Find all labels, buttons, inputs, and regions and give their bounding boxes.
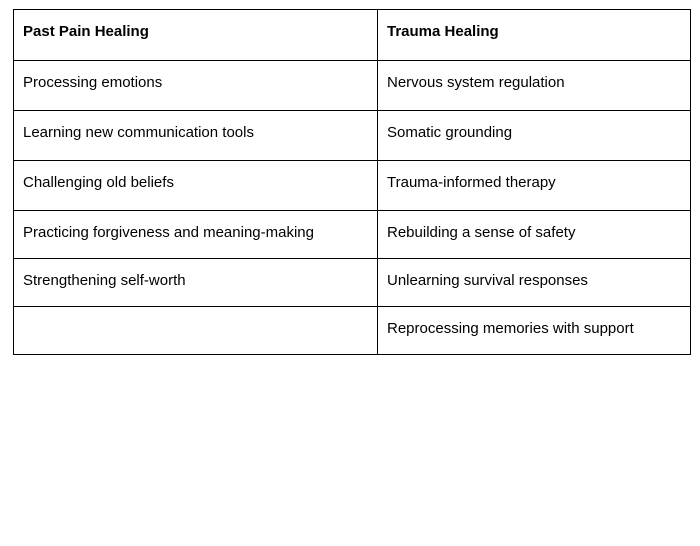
cell-trauma-healing: Rebuilding a sense of safety	[377, 210, 691, 259]
cell-trauma-healing: Reprocessing memories with support	[377, 306, 691, 355]
table-row: Reprocessing memories with support	[13, 306, 691, 355]
cell-past-pain-healing: Learning new communication tools	[13, 110, 378, 161]
cell-past-pain-healing: Practicing forgiveness and meaning-makin…	[13, 210, 378, 259]
table-body: Processing emotions Nervous system regul…	[13, 60, 691, 355]
table-row: Strengthening self-worth Unlearning surv…	[13, 258, 691, 307]
table-header-row: Past Pain Healing Trauma Healing	[13, 9, 691, 61]
table-header: Past Pain Healing Trauma Healing	[13, 9, 691, 61]
table-row: Practicing forgiveness and meaning-makin…	[13, 210, 691, 259]
cell-past-pain-healing: Processing emotions	[13, 60, 378, 111]
cell-trauma-healing: Somatic grounding	[377, 110, 691, 161]
cell-past-pain-healing-empty	[13, 306, 378, 355]
table-row: Learning new communication tools Somatic…	[13, 110, 691, 161]
cell-trauma-healing: Nervous system regulation	[377, 60, 691, 111]
table-row: Processing emotions Nervous system regul…	[13, 60, 691, 111]
cell-past-pain-healing: Strengthening self-worth	[13, 258, 378, 307]
cell-past-pain-healing: Challenging old beliefs	[13, 160, 378, 211]
cell-trauma-healing: Unlearning survival responses	[377, 258, 691, 307]
column-header-trauma-healing: Trauma Healing	[377, 9, 691, 61]
comparison-table: Past Pain Healing Trauma Healing Process…	[13, 9, 691, 355]
cell-trauma-healing: Trauma-informed therapy	[377, 160, 691, 211]
table-row: Challenging old beliefs Trauma-informed …	[13, 160, 691, 211]
column-header-past-pain-healing: Past Pain Healing	[13, 9, 378, 61]
